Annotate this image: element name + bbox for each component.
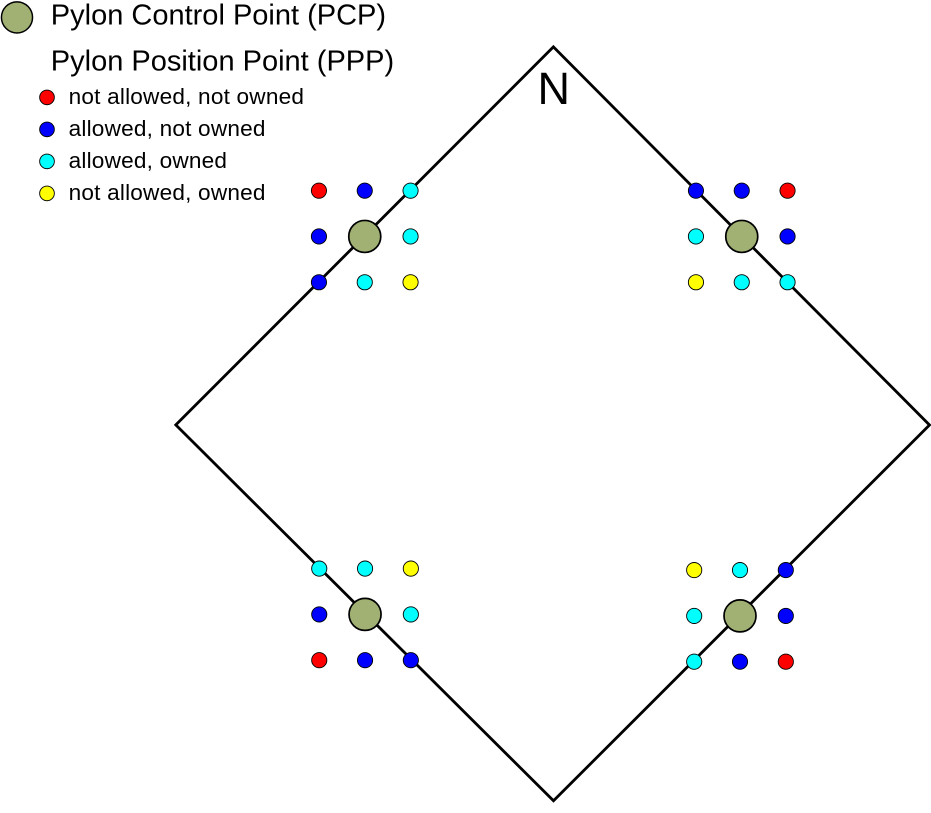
svg-text:N: N [537, 63, 570, 114]
svg-text:Pylon Position Point (PPP): Pylon Position Point (PPP) [51, 46, 394, 78]
svg-text:allowed, owned: allowed, owned [69, 148, 228, 173]
svg-text:not allowed, owned: not allowed, owned [69, 180, 266, 205]
svg-text:Pylon Control Point (PCP): Pylon Control Point (PCP) [51, 0, 386, 32]
svg-text:allowed, not owned: allowed, not owned [69, 116, 266, 141]
svg-text:not allowed, not owned: not allowed, not owned [69, 84, 305, 109]
